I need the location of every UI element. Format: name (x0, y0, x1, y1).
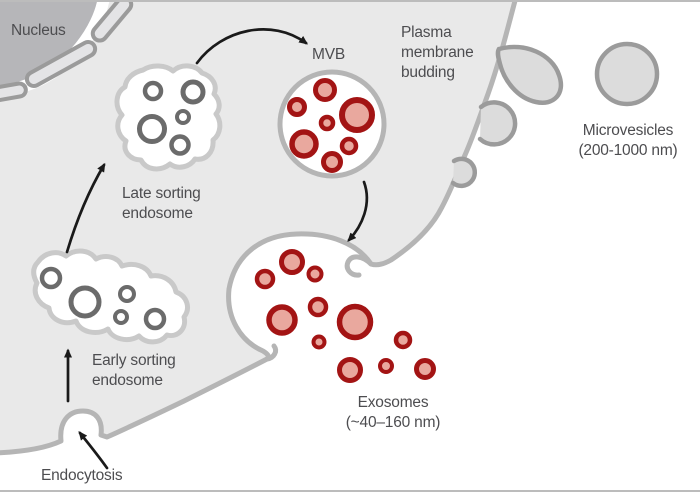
late-endosome-label: Late sorting endosome (122, 185, 201, 222)
nuclear-envelope-segment (24, 39, 98, 89)
exosome (307, 296, 329, 318)
intraluminal-vesicle (118, 285, 136, 303)
arrow-early-to-late-endosome (65, 162, 106, 254)
nucleus-label: Nucleus (11, 22, 66, 39)
exosome (378, 358, 394, 374)
membrane-bud-large (495, 44, 563, 106)
intraluminal-vesicle (137, 114, 167, 144)
membrane-lip-curl (344, 254, 374, 278)
mvb-vesicle (289, 129, 319, 159)
membrane-lip-curl (264, 343, 279, 362)
nucleus (0, 2, 134, 103)
exosome (337, 357, 363, 383)
mvb-vesicle (287, 97, 307, 117)
mvb-vesicle (321, 151, 343, 173)
intraluminal-vesicle (142, 80, 164, 102)
microvesicle (594, 41, 660, 107)
exosome (306, 265, 324, 283)
exosome (393, 330, 413, 350)
nuclear-envelope-segment (0, 81, 28, 103)
mvb-label: MVB (312, 46, 345, 63)
intraluminal-vesicle (169, 134, 191, 156)
intraluminal-vesicle (68, 285, 102, 319)
multivesicular-body (277, 69, 387, 179)
endocytosis-label: Endocytosis (41, 467, 123, 484)
intraluminal-vesicle (39, 266, 63, 290)
arrow-endocytosis-label-to-pit (78, 431, 109, 470)
mvb-vesicle (339, 97, 375, 133)
plasma-membrane-budding-label: Plasma membrane budding (401, 24, 474, 81)
microvesicles-label: Microvesicles (200-1000 nm) (578, 122, 678, 159)
intraluminal-vesicle (175, 109, 191, 125)
nucleus-body (0, 2, 103, 93)
exosomes-label: Exosomes (~40–160 nm) (345, 394, 441, 431)
arrow-mvb-to-release-site (347, 180, 369, 242)
early-endosome-label: Early sorting endosome (92, 352, 176, 389)
late-sorting-endosome (114, 63, 223, 172)
late-endosome-body (114, 63, 223, 172)
mvb-vesicle (313, 78, 337, 102)
exosome (311, 334, 327, 350)
mvb-vesicle (339, 136, 359, 156)
exosome (336, 303, 374, 341)
exosome (414, 358, 436, 380)
intraluminal-vesicle (143, 307, 167, 331)
exosome (254, 268, 276, 290)
membrane-bud-medium (477, 100, 518, 147)
membrane-buds (450, 44, 563, 189)
exosome (266, 304, 298, 336)
exosome (279, 249, 305, 275)
flow-arrows (64, 28, 369, 470)
arrow-late-endosome-to-mvb (195, 28, 309, 65)
membrane-bud-small (450, 156, 478, 189)
early-sorting-endosome (31, 248, 190, 345)
intraluminal-vesicle (113, 309, 129, 325)
intraluminal-vesicle (180, 79, 206, 105)
nuclear-envelope-segment (90, 2, 134, 43)
mvb-vesicle (318, 114, 336, 132)
exosomes-group (254, 249, 436, 383)
